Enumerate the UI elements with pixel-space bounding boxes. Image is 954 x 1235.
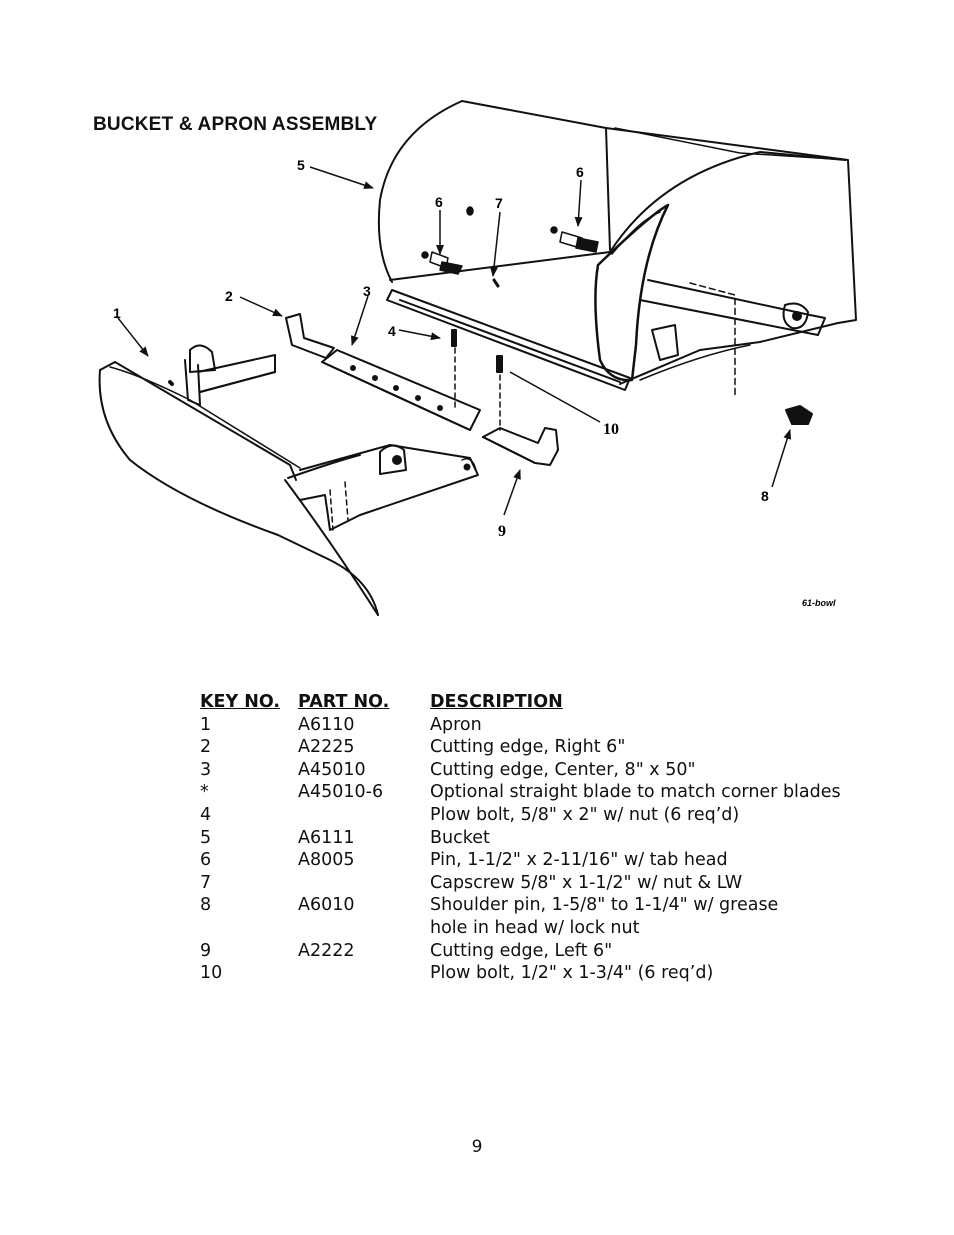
description: Apron: [430, 714, 482, 735]
description: Plow bolt, 5/8" x 2" w/ nut (6 req’d): [430, 804, 740, 825]
key-no: 9: [200, 940, 212, 961]
description: Cutting edge, Right 6": [430, 737, 626, 758]
part-no: A2222: [298, 940, 355, 961]
header-part-no: PART NO.: [298, 692, 390, 712]
callout-6b: 6: [576, 164, 584, 180]
key-no: 10: [200, 963, 223, 984]
header-key-no: KEY NO.: [200, 692, 281, 712]
figure-reference: 61-bowl: [802, 598, 836, 608]
callout-10: 10: [603, 421, 619, 438]
part-no: A8005: [298, 850, 355, 871]
right-cutting-edge-part: [285, 313, 335, 359]
callout-6a: 6: [435, 194, 443, 210]
description: Capscrew 5/8" x 1-1/2" w/ nut & LW: [430, 872, 743, 893]
bucket-part: [377, 100, 857, 385]
part-no: A45010-6: [298, 782, 384, 803]
key-no: 3: [200, 759, 212, 780]
callout-7: 7: [495, 195, 503, 211]
description: Optional straight blade to match corner …: [430, 782, 841, 803]
bucket-cutting-edge: [386, 289, 631, 391]
pin-hardware: [421, 206, 599, 288]
callout-3: 3: [363, 283, 371, 299]
description: Bucket: [430, 827, 490, 848]
callout-4: 4: [388, 323, 396, 339]
part-no: A6010: [298, 895, 355, 916]
bucket-apron-diagram: 1 2 3 4 5 6 6 7 8 9 10 61-bowl: [98, 100, 857, 616]
page-number: 9: [471, 1137, 483, 1157]
description: Cutting edge, Center, 8" x 50": [430, 759, 696, 780]
key-no: 2: [200, 737, 212, 758]
center-cutting-edge-part: [321, 349, 481, 431]
part-no: A45010: [298, 759, 366, 780]
description: Cutting edge, Left 6": [430, 940, 613, 961]
key-no: 6: [200, 850, 212, 871]
header-description: DESCRIPTION: [430, 692, 563, 712]
callout-5: 5: [297, 157, 305, 173]
key-no: 5: [200, 827, 212, 848]
left-cutting-edge-part: [482, 427, 559, 466]
key-no: 1: [200, 714, 212, 735]
description: Pin, 1-1/2" x 2-11/16" w/ tab head: [430, 850, 728, 871]
part-no: A6110: [298, 714, 355, 735]
callout-8: 8: [761, 488, 769, 504]
bolt-hardware: [451, 282, 813, 431]
apron-part: [98, 344, 479, 616]
key-no: 8: [200, 895, 212, 916]
callout-2: 2: [225, 288, 233, 304]
key-no: 4: [200, 804, 212, 825]
key-no: *: [200, 782, 209, 803]
description: Shoulder pin, 1-5/8" to 1-1/4" w/ grease: [430, 895, 779, 916]
description: Plow bolt, 1/2" x 1-3/4" (6 req’d): [430, 963, 714, 984]
figure-title: BUCKET & APRON ASSEMBLY: [93, 114, 378, 135]
description: hole in head w/ lock nut: [430, 917, 640, 938]
key-no: 7: [200, 872, 212, 893]
part-no: A2225: [298, 737, 355, 758]
callout-9: 9: [498, 523, 506, 540]
callout-1: 1: [113, 305, 121, 321]
part-no: A6111: [298, 827, 355, 848]
